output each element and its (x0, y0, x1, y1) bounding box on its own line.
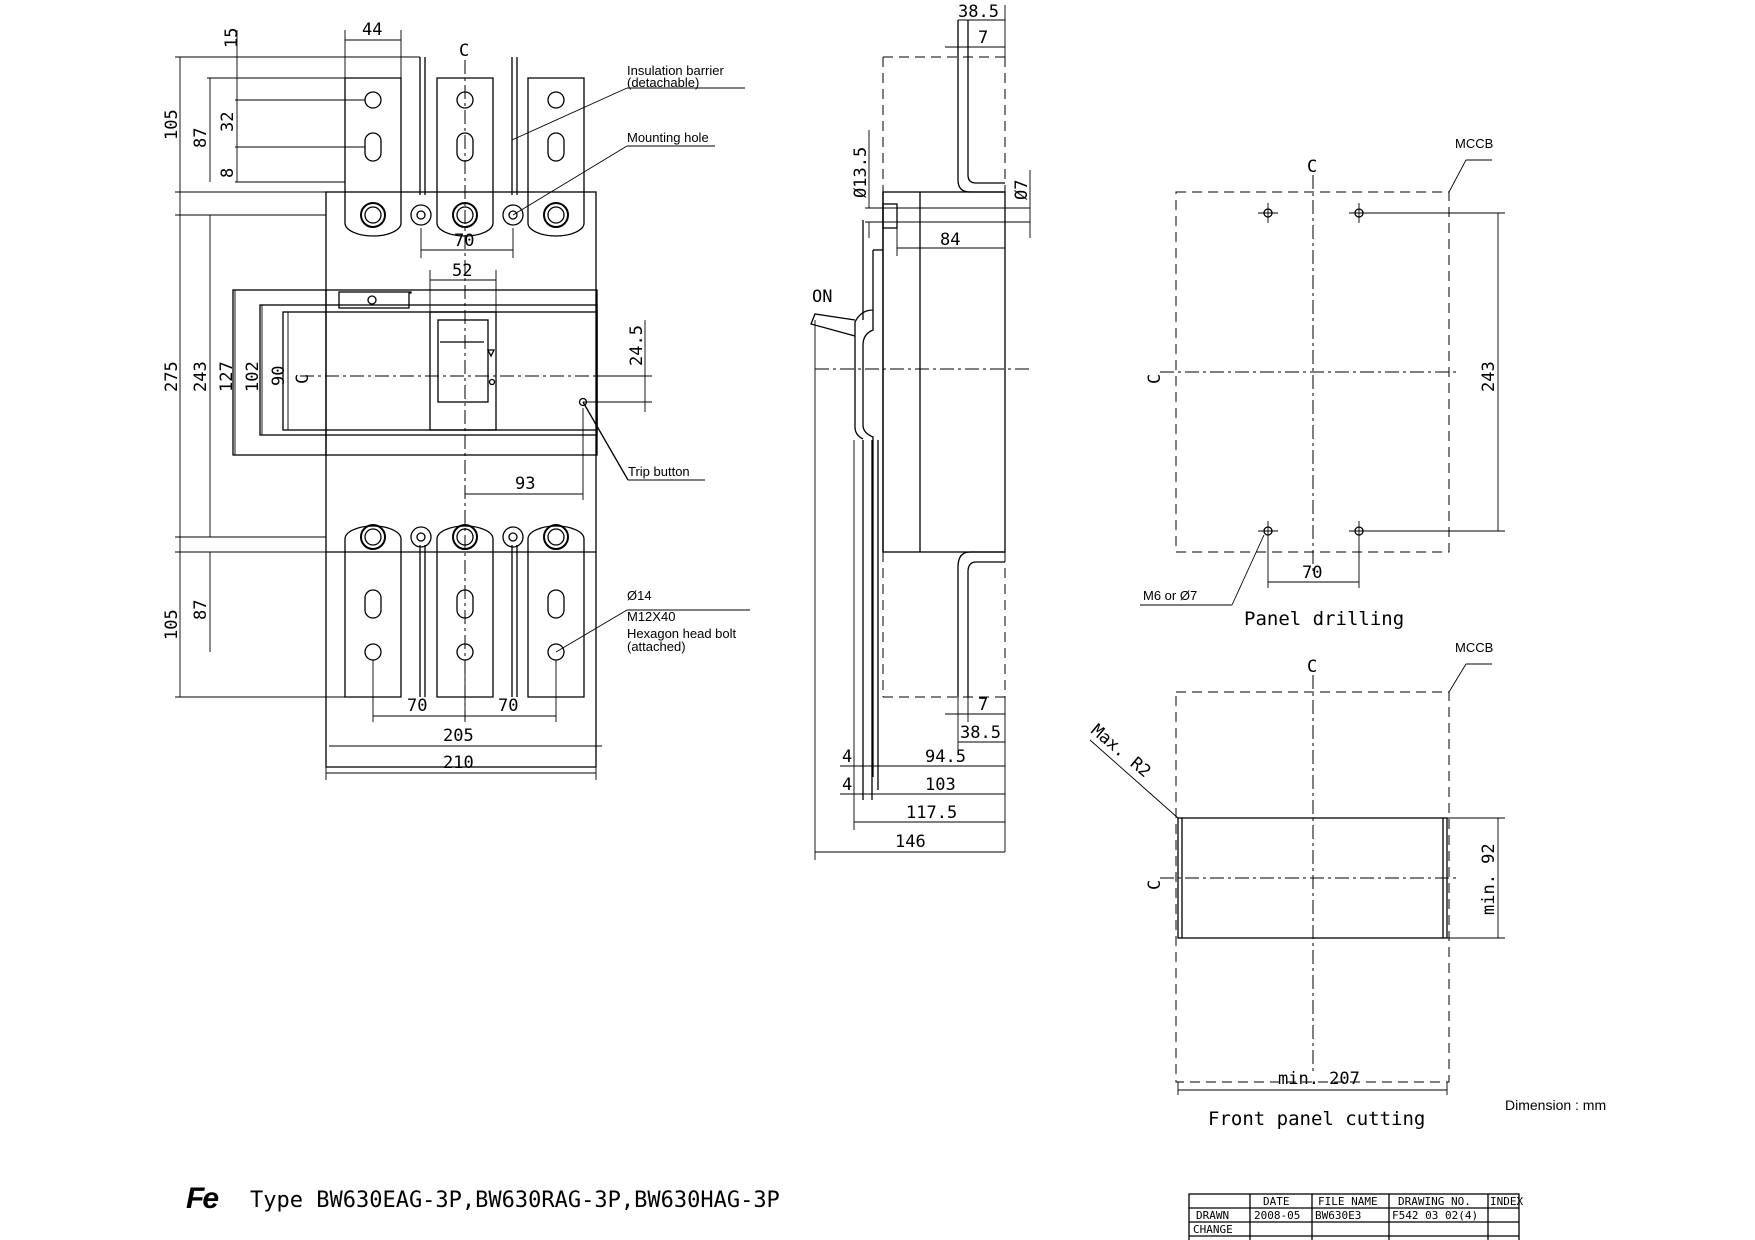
bottom-terminals (344, 524, 585, 698)
footer: Dimension : mm Fe Type BW630EAG-3P,BW630… (186, 1097, 1606, 1215)
front-dimension-lines (175, 30, 750, 780)
dim-52: 52 (452, 261, 472, 281)
on-label: ON (812, 287, 832, 307)
side-dimension-lines (814, 5, 1031, 860)
dim-38-5-bottom: 38.5 (960, 723, 1001, 743)
dim-146: 146 (895, 832, 926, 852)
dim-7-bottom: 7 (978, 695, 988, 715)
title-header-index: INDEX (1490, 1195, 1523, 1208)
dim-90: 90 (269, 366, 289, 386)
cutting-max-r2: Max. R2 (1087, 721, 1155, 782)
dim-8: 8 (218, 168, 238, 178)
dim-205: 205 (443, 726, 474, 746)
dim-70-bottom-right: 70 (498, 696, 518, 716)
side-dimension-text: 38.5 7 Ø13.5 Ø7 84 ON 7 38.5 4 94.5 4 10… (812, 2, 1032, 852)
dim-102: 102 (243, 361, 263, 392)
drilling-mccb-label: MCCB (1455, 136, 1493, 151)
title-block: DATE FILE NAME DRAWING NO. INDEX DRAWN 2… (1188, 1193, 1523, 1240)
dim-87-bot: 87 (191, 600, 211, 620)
centerline-label-front-top: C (459, 41, 469, 61)
drilling-hole-note: M6 or Ø7 (1143, 588, 1197, 603)
cutting-dim-207: min. 207 (1278, 1069, 1360, 1089)
dim-93: 93 (515, 474, 535, 494)
title-header-file-name: FILE NAME (1318, 1195, 1378, 1208)
dim-70-top: 70 (454, 231, 474, 251)
centerline-label-drilling-top: C (1307, 157, 1317, 177)
title-drawn-number: F542 03 02(4) (1392, 1209, 1478, 1222)
cutting-dim-92: min. 92 (1479, 843, 1499, 915)
dim-105-bot: 105 (162, 609, 182, 640)
dim-105-top: 105 (162, 109, 182, 140)
front-panel-cutting-caption: Front panel cutting (1208, 1108, 1425, 1130)
dim-24-5: 24.5 (627, 325, 647, 366)
drill-holes (1258, 203, 1369, 541)
centerline-label-cutting-left: C (1145, 880, 1165, 890)
dim-210: 210 (443, 753, 474, 773)
note-bolt-attached: (attached) (627, 639, 686, 654)
dim-127: 127 (217, 361, 237, 392)
note-trip-button: Trip button (628, 464, 690, 479)
front-view: 44 15 105 87 32 8 70 52 275 243 127 102 … (162, 20, 750, 780)
dim-117-5: 117.5 (906, 803, 957, 823)
note-insulation-barrier: Insulation barrier (627, 63, 724, 78)
dim-44: 44 (362, 20, 382, 40)
centerline-label-front: C (293, 374, 313, 384)
drilling-dim-70: 70 (1302, 563, 1322, 583)
cutting-mccb-label: MCCB (1455, 640, 1493, 655)
note-bolt-diameter: Ø14 (627, 588, 652, 603)
fe-logo: Fe (186, 1182, 218, 1215)
title-drawn-date: 2008-05 (1254, 1209, 1300, 1222)
side-view: 38.5 7 Ø13.5 Ø7 84 ON 7 38.5 4 94.5 4 10… (810, 2, 1032, 860)
dim-7-dia: Ø7 (1012, 180, 1032, 200)
centerline-label-cutting-top: C (1307, 657, 1317, 677)
title-drawn-file: BW630E3 (1315, 1209, 1361, 1222)
dim-275: 275 (162, 361, 182, 392)
dimension-unit-note: Dimension : mm (1505, 1097, 1606, 1113)
dim-70-bottom-left: 70 (407, 696, 427, 716)
note-bolt-size: M12X40 (627, 609, 675, 624)
dim-103: 103 (925, 775, 956, 795)
dim-4-a: 4 (842, 747, 852, 767)
title-drawn-label: DRAWN (1196, 1209, 1229, 1222)
drilling-dim-243: 243 (1479, 361, 1499, 392)
dim-13-5-dia: Ø13.5 (851, 147, 871, 198)
note-mounting-hole: Mounting hole (627, 130, 709, 145)
dim-4-b: 4 (842, 775, 852, 795)
title-header-drawing-no: DRAWING NO. (1398, 1195, 1471, 1208)
note-insulation-detachable: (detachable) (627, 75, 699, 90)
dim-7-top: 7 (978, 28, 988, 48)
dim-84: 84 (940, 230, 960, 250)
dim-94-5: 94.5 (925, 747, 966, 767)
top-terminals (344, 57, 585, 237)
centerline-label-drilling-left: C (1145, 374, 1165, 384)
type-line: Type BW630EAG-3P,BW630RAG-3P,BW630HAG-3P (250, 1188, 780, 1213)
title-change-label: CHANGE (1193, 1223, 1233, 1236)
panel-drilling-caption: Panel drilling (1244, 608, 1404, 630)
front-dimension-text: 44 15 105 87 32 8 70 52 275 243 127 102 … (162, 20, 737, 773)
dim-32: 32 (218, 112, 238, 132)
dim-15: 15 (222, 28, 242, 48)
dim-87-top: 87 (191, 128, 211, 148)
dim-38-5-top: 38.5 (958, 2, 999, 22)
title-header-date: DATE (1263, 1195, 1290, 1208)
front-panel-cutting: C C MCCB Max. R2 min. 92 min. 207 Front … (1087, 640, 1505, 1130)
panel-drilling: C C MCCB 243 70 M6 or Ø7 Panel drilling (1140, 136, 1505, 630)
note-bolt-type: Hexagon head bolt (627, 626, 737, 641)
dim-243: 243 (191, 361, 211, 392)
